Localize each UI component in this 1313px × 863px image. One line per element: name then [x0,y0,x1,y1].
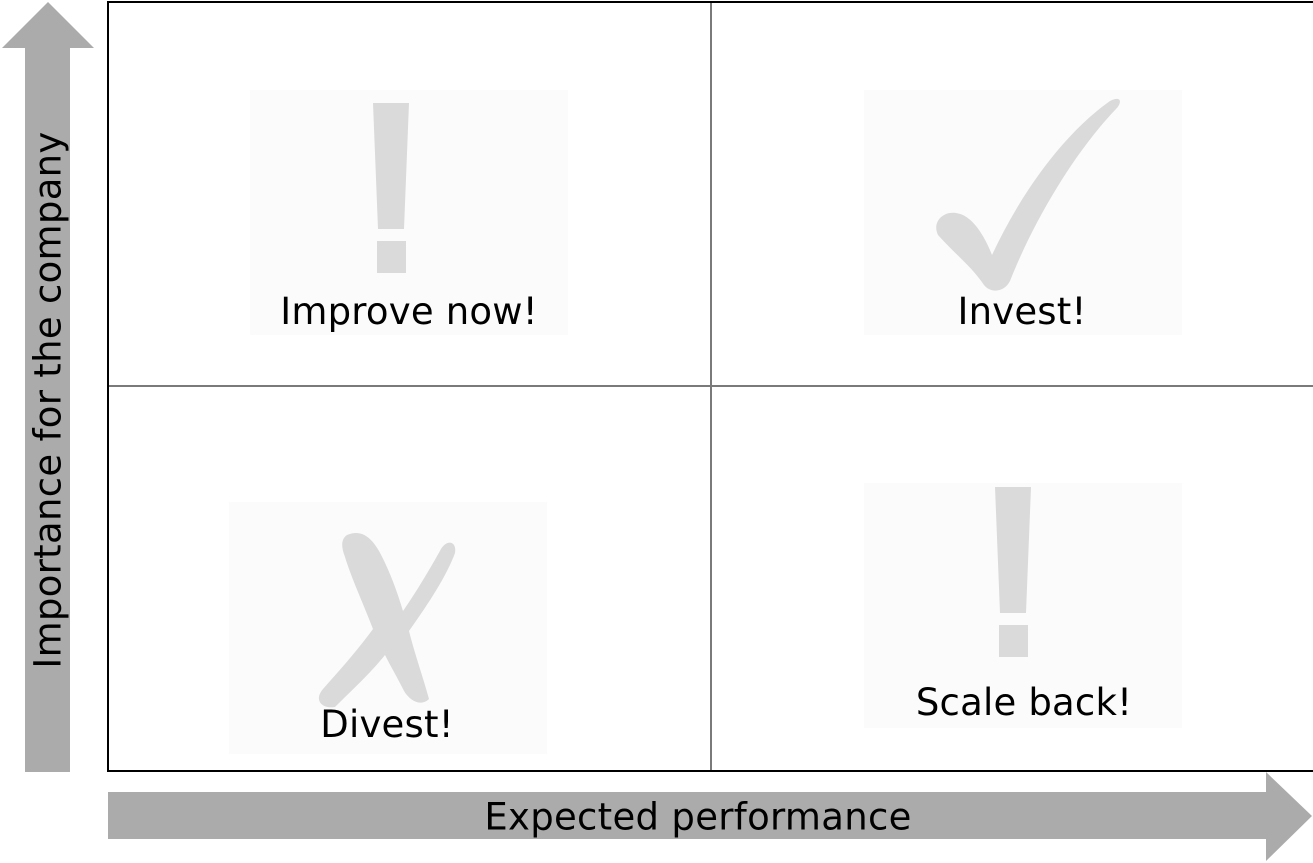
quadrant-label: Scale back! [915,681,1133,724]
cross-icon [318,532,456,708]
x-axis-label: Expected performance [484,795,912,839]
exclamation-icon [995,487,1031,657]
quadrant-scale-back: Scale back! [712,387,1313,770]
horizontal-divider [109,385,1313,387]
quadrant-label: Improve now! [280,290,538,333]
checkmark-icon [936,98,1120,291]
quadrant-label: Invest! [957,290,1087,333]
quadrant-divest: Divest! [109,387,710,770]
quadrant-label: Divest! [320,703,454,746]
x-axis-arrow [108,772,1312,861]
exclamation-icon [373,103,409,273]
icon-backdrop [250,90,568,335]
priority-matrix: Improve now! Invest! Divest! Scale back! [107,1,1313,772]
quadrant-improve-now: Improve now! [109,3,710,385]
y-axis-arrow [2,2,94,772]
quadrant-invest: Invest! [712,3,1313,385]
y-axis-label: Importance for the company [26,131,70,669]
